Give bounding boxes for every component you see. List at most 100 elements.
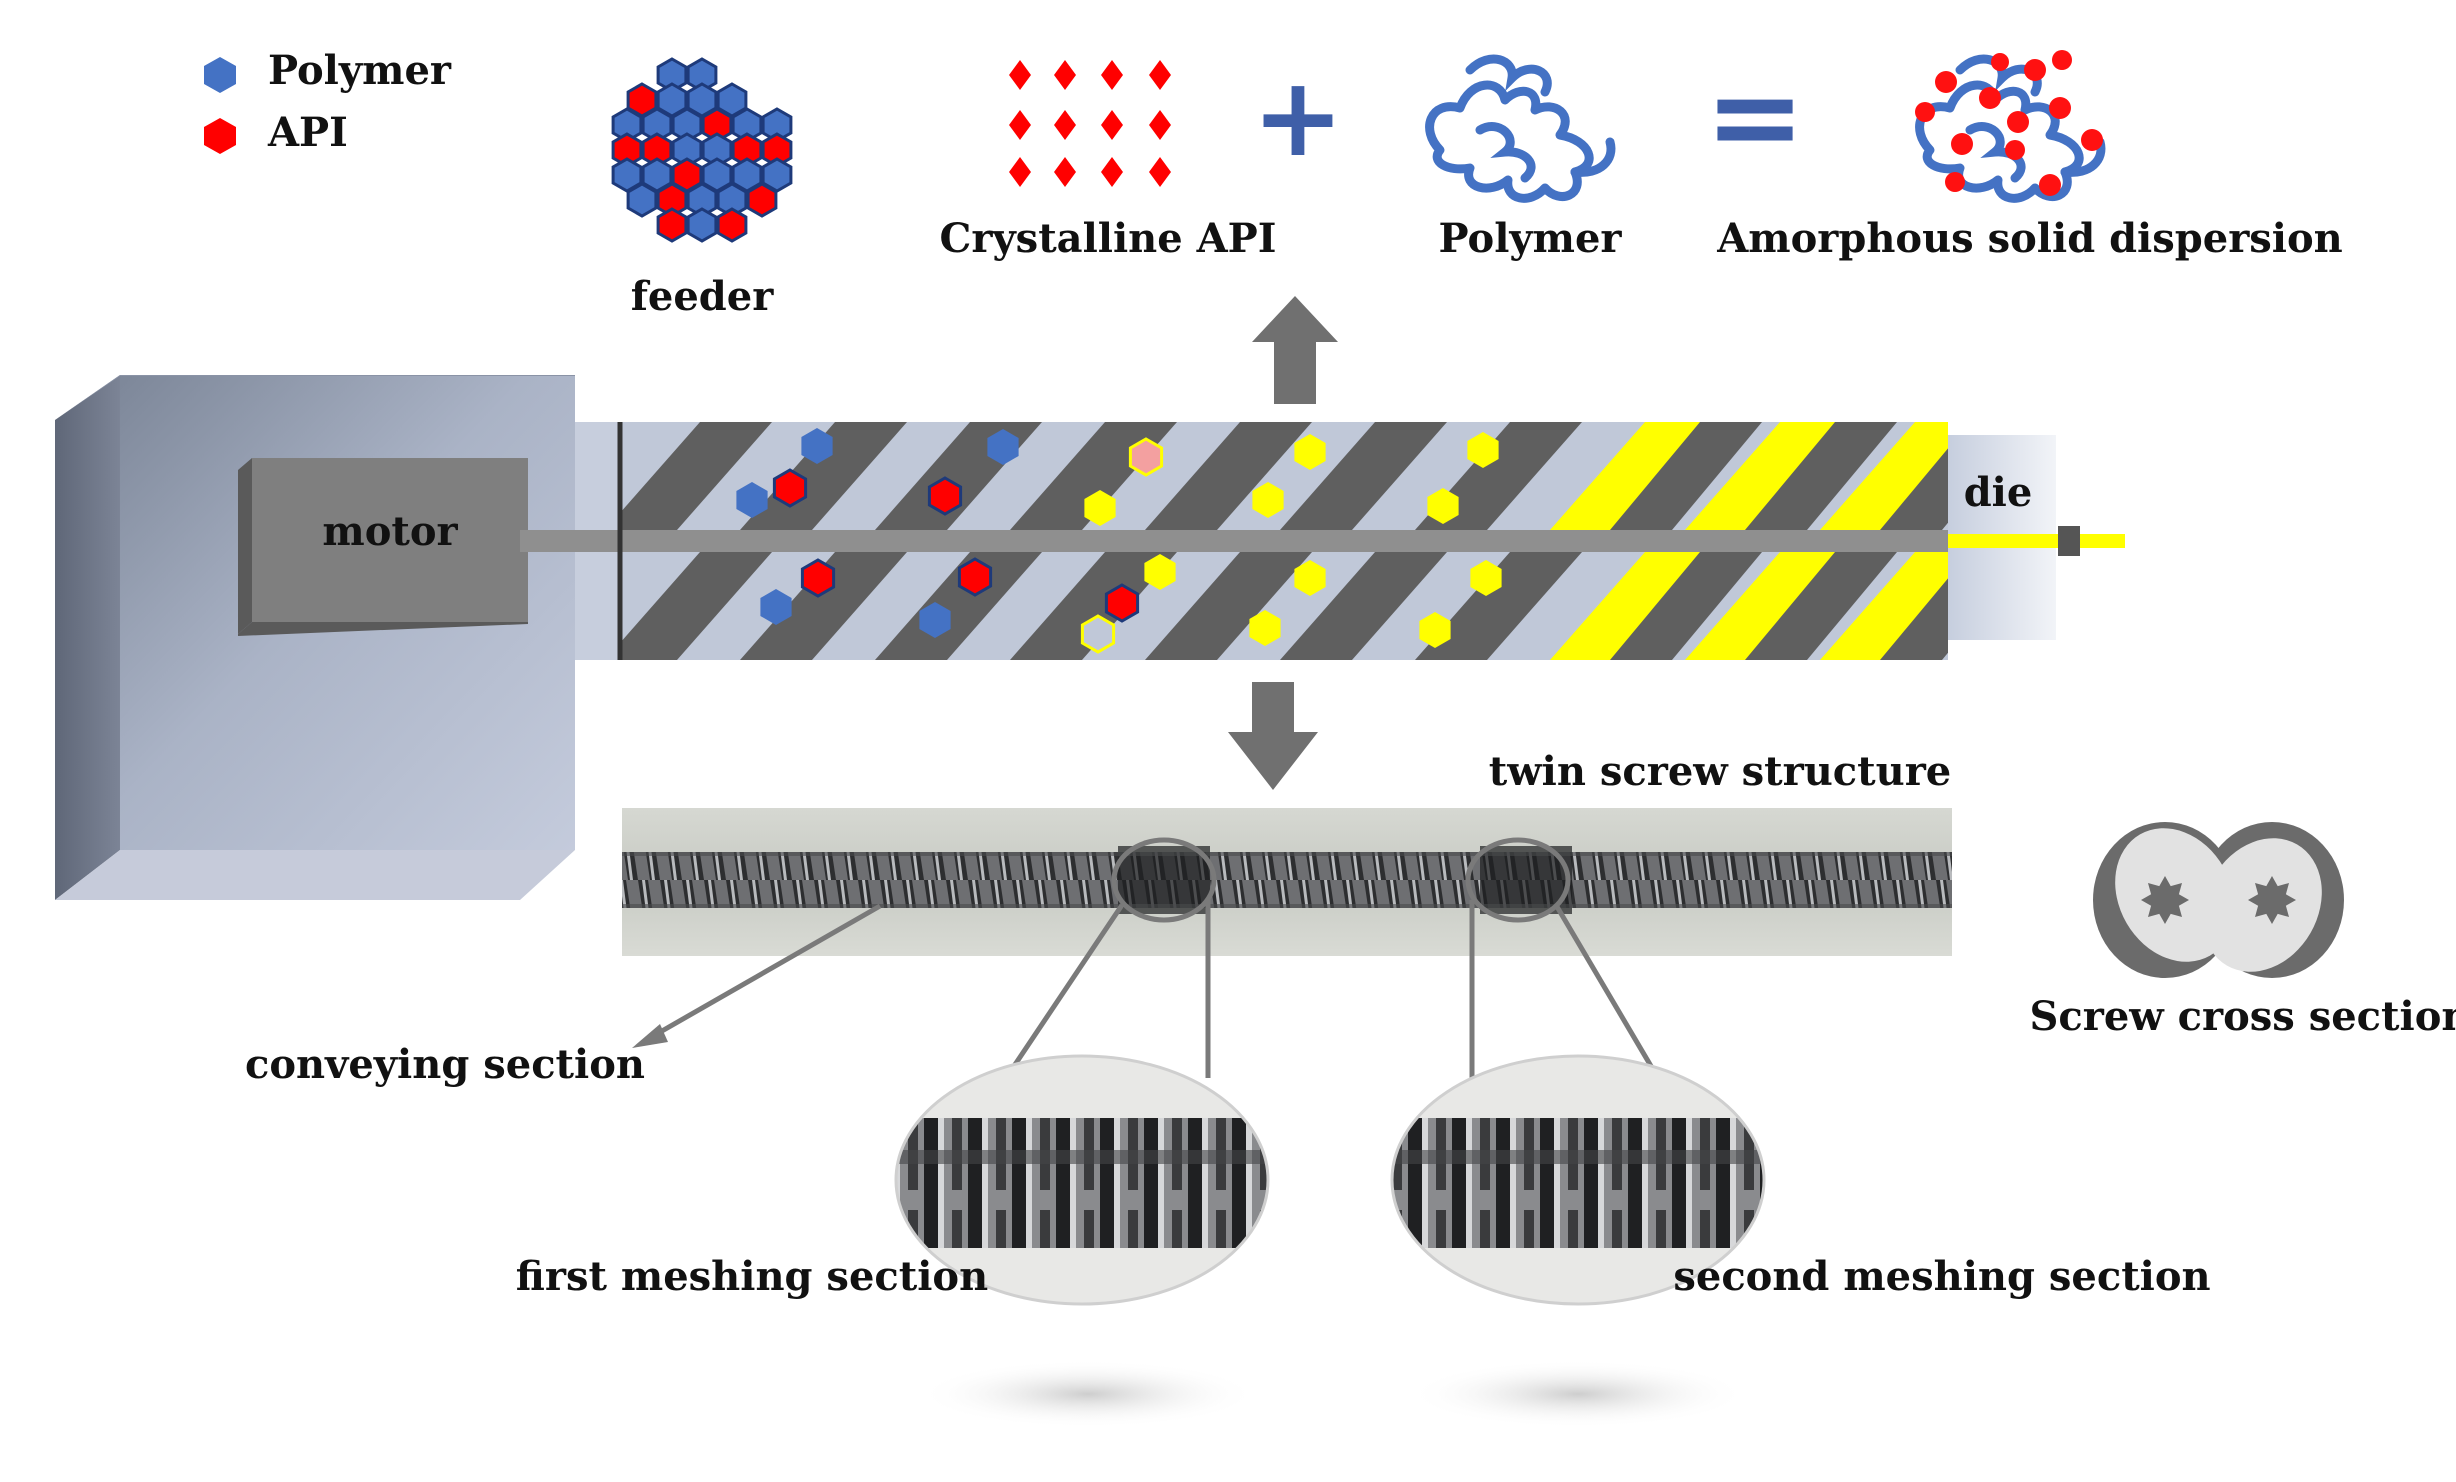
melt-zone-flight xyxy=(1685,422,1852,530)
barrel-center-shaft xyxy=(520,530,1960,552)
feeder-api-hexagon xyxy=(716,207,748,243)
polymer-particle xyxy=(736,482,768,518)
crystal-diamond xyxy=(1149,157,1171,187)
melt-zone-flight xyxy=(1550,422,1717,530)
crystal-diamond xyxy=(1054,157,1076,187)
feeder-label: feeder xyxy=(631,273,775,320)
second-meshing-zoom xyxy=(1392,1056,1764,1304)
first-meshing-zoom xyxy=(896,1056,1268,1304)
screw-flight xyxy=(620,552,772,660)
screw-flight xyxy=(1880,578,1948,660)
motor-block-side xyxy=(238,458,252,634)
mixed-particle xyxy=(1080,614,1116,654)
plus-sign: + xyxy=(1252,53,1344,181)
amorphous-label: Amorphous solid dispersion xyxy=(1716,215,2343,262)
melt-particle xyxy=(1294,434,1326,470)
twin-screw-label: twin screw structure xyxy=(1489,748,1951,795)
melt-zone-flight xyxy=(1550,552,1717,660)
motor-block xyxy=(252,458,528,622)
crystal-diamond xyxy=(1009,157,1031,187)
conveying-pointer xyxy=(653,903,882,1038)
block-arrow-down-icon xyxy=(1228,682,1318,790)
feeder-api-hexagon xyxy=(656,207,688,243)
crystal-diamond xyxy=(1101,157,1123,187)
melt-particle xyxy=(1470,560,1502,596)
crystal-diamond xyxy=(1054,110,1076,140)
api-particle xyxy=(772,468,808,508)
first-meshing-magnifier xyxy=(1111,837,1217,923)
twin-screw-photo xyxy=(622,808,1952,956)
screw-flight xyxy=(875,552,1042,660)
first-meshing-label: first meshing section xyxy=(516,1253,988,1300)
crystal-diamond xyxy=(1009,60,1031,90)
melt-particle xyxy=(1419,612,1451,648)
polymer-legend-hexagon-icon xyxy=(204,57,236,93)
screw-flight xyxy=(1610,422,1762,530)
polymer-particle xyxy=(987,429,1019,465)
screw-flight xyxy=(1610,552,1762,660)
die-nozzle xyxy=(2058,526,2080,556)
screw-flight xyxy=(1145,422,1312,530)
crystal-diamond xyxy=(1101,110,1123,140)
polymer-label: Polymer xyxy=(1439,215,1623,262)
polymer-chain-icon xyxy=(1425,54,1616,203)
barrel-particles xyxy=(736,428,1502,654)
conveying-label: conveying section xyxy=(245,1041,645,1088)
second-meshing-label: second meshing section xyxy=(1673,1253,2210,1300)
screw-flight xyxy=(1280,552,1447,660)
melt-particle xyxy=(1427,488,1459,524)
screw-flight xyxy=(740,422,907,530)
screw-flight xyxy=(1280,422,1447,530)
crystal-diamond xyxy=(1101,60,1123,90)
crystalline-api-crystals xyxy=(1009,60,1171,187)
api-particle xyxy=(957,557,993,597)
lower-screw-flights xyxy=(620,552,1948,660)
crystal-diamond xyxy=(1009,110,1031,140)
melt-particle xyxy=(1252,482,1284,518)
api-legend-hexagon-icon xyxy=(204,118,236,154)
screw-flight xyxy=(620,422,772,530)
api-particle xyxy=(927,476,963,516)
polymer-particle xyxy=(801,428,833,464)
motor-label: motor xyxy=(322,508,458,555)
screw-flight xyxy=(1010,552,1177,660)
motor-housing: motor xyxy=(55,375,575,900)
die-label: die xyxy=(1964,469,2033,516)
crystal-diamond xyxy=(1149,60,1171,90)
block-arrow-up-icon xyxy=(1252,296,1338,404)
api-particle xyxy=(800,558,836,598)
screw-flight xyxy=(1415,552,1582,660)
polymer-particle xyxy=(760,589,792,625)
screw-flight xyxy=(1745,552,1897,660)
screw-flight xyxy=(1145,552,1312,660)
cross-section-label: Screw cross section xyxy=(2030,993,2456,1040)
feeder-polymer-hexagon xyxy=(626,182,658,218)
melt-particle xyxy=(1144,554,1176,590)
api-particle xyxy=(1104,583,1140,623)
melt-particle xyxy=(1467,432,1499,468)
crystalline-api-label: Crystalline API xyxy=(940,215,1277,262)
feeder-api-hexagon xyxy=(746,182,778,218)
melt-zone-flight xyxy=(1820,552,1948,660)
legend-api-label: API xyxy=(267,109,348,156)
screw-flight xyxy=(1880,448,1948,530)
feeder-cluster xyxy=(611,57,793,243)
equals-sign: = xyxy=(1705,48,1806,187)
screw-flight xyxy=(1745,422,1897,530)
melt-particle xyxy=(1084,490,1116,526)
second-meshing-magnifier xyxy=(1465,837,1571,923)
feeder-polymer-hexagon xyxy=(686,207,718,243)
melt-zone-flight xyxy=(1820,422,1948,530)
crystal-diamond xyxy=(1054,60,1076,90)
melt-particle xyxy=(1294,560,1326,596)
mixed-particle xyxy=(1128,437,1164,477)
legend-polymer-label: Polymer xyxy=(268,47,452,94)
screw-cross-section-icon xyxy=(2093,822,2344,978)
polymer-particle xyxy=(919,602,951,638)
melt-zone-flight xyxy=(1685,552,1852,660)
screw-flight xyxy=(740,552,907,660)
amorphous-dispersion-icon xyxy=(1915,50,2106,203)
legend: Polymer API xyxy=(204,47,452,156)
melt-particle xyxy=(1249,610,1281,646)
